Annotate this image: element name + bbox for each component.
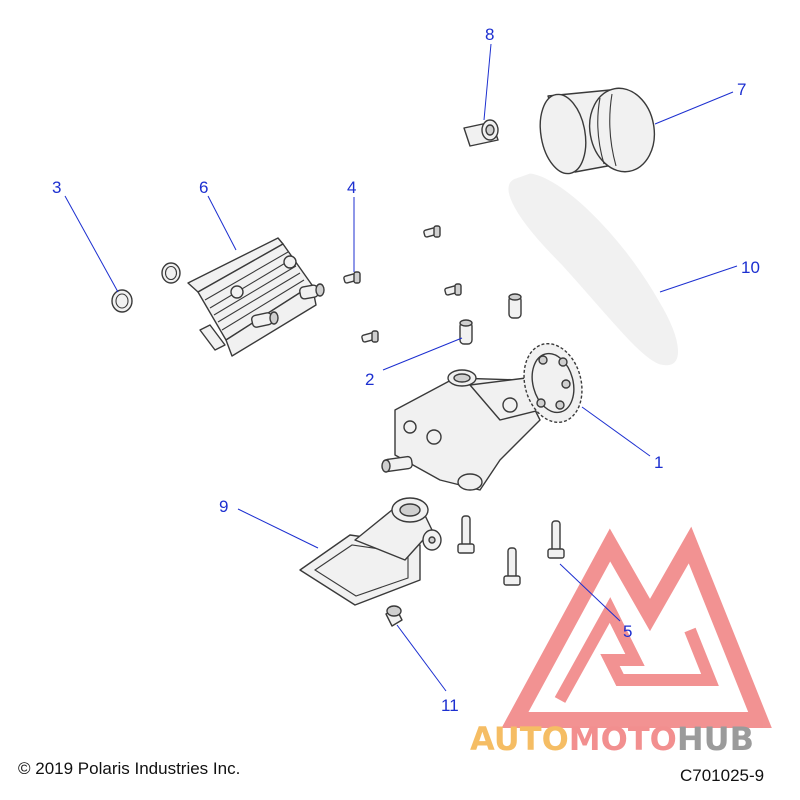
oil-cooler-part-6 xyxy=(161,237,325,357)
watermark-hub: HUB xyxy=(677,720,754,758)
watermark-auto: AUTO xyxy=(470,720,569,758)
oil-filter-part-7 xyxy=(539,87,656,175)
watermark-logo: AUTOMOTOHUB xyxy=(470,526,772,758)
callout-6: 6 xyxy=(199,178,208,197)
oil-pump-part-1 xyxy=(381,342,583,491)
copyright-text: © 2019 Polaris Industries Inc. xyxy=(18,759,241,778)
screw-small-a xyxy=(423,225,441,238)
callout-10: 10 xyxy=(741,258,760,277)
oil-pickup-part-9 xyxy=(299,497,442,606)
screw-part-4 xyxy=(343,271,361,284)
watermark-moto: MOTO xyxy=(569,720,677,758)
callout-5: 5 xyxy=(623,622,632,641)
callout-8: 8 xyxy=(485,25,494,44)
figure-code: C701025-9 xyxy=(680,766,765,785)
callouts: 1 2 3 4 5 6 7 8 9 10 11 xyxy=(52,25,760,715)
callout-4: 4 xyxy=(347,178,356,197)
bolt-part-11 xyxy=(385,605,403,627)
callout-11: 11 xyxy=(441,696,459,715)
screw-small-b xyxy=(444,283,462,296)
svg-text:AUTOMOTOHUB: AUTOMOTOHUB xyxy=(470,720,754,758)
callout-9: 9 xyxy=(219,497,228,516)
sprocket xyxy=(523,342,583,424)
dowel-pin-part-2 xyxy=(459,293,522,345)
drive-chain-part-10 xyxy=(505,170,681,369)
callout-2: 2 xyxy=(365,370,374,389)
callout-7: 7 xyxy=(737,80,746,99)
screw-small-c xyxy=(361,330,379,343)
o-ring-part-3 xyxy=(111,289,133,313)
callout-3: 3 xyxy=(52,178,61,197)
sleeve-part-8 xyxy=(463,119,499,147)
leader-lines xyxy=(64,43,738,692)
bolts-part-5 xyxy=(457,515,565,586)
callout-1: 1 xyxy=(654,453,663,472)
